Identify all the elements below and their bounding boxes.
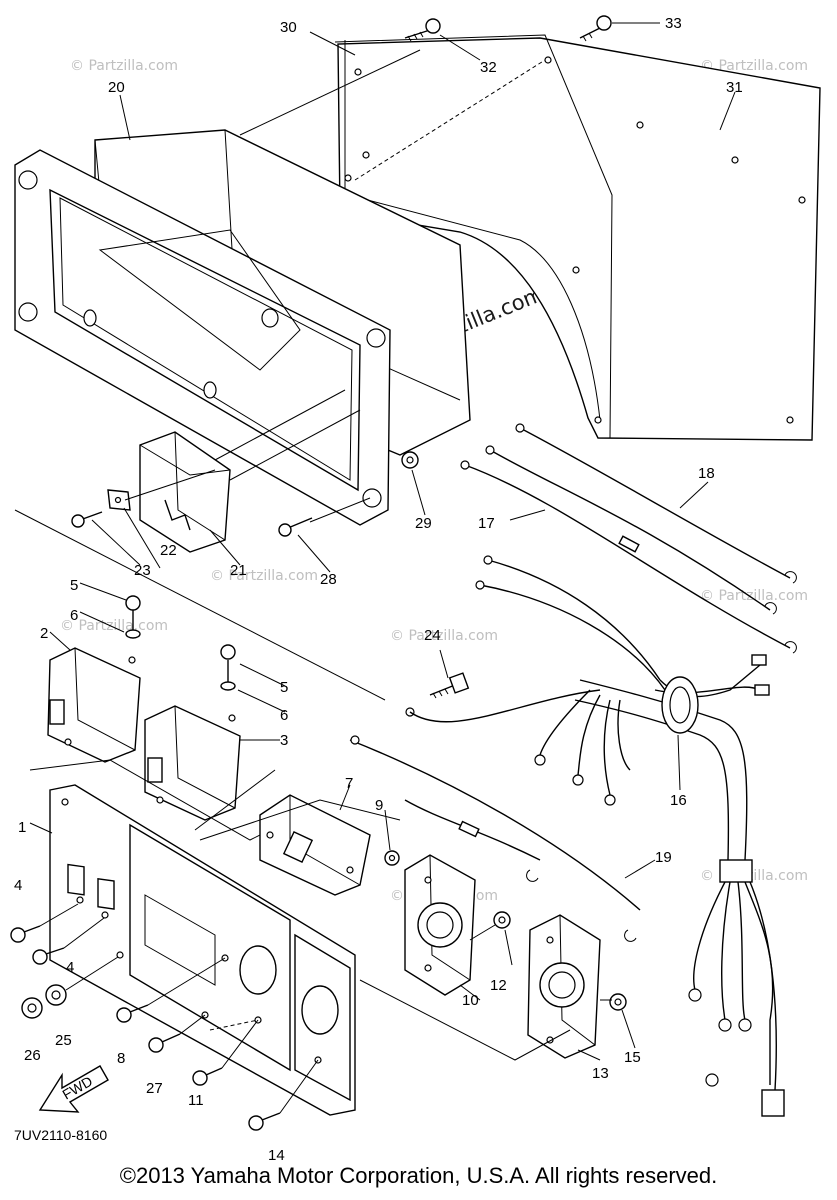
part-label-11: 11 <box>188 1092 204 1109</box>
part-label-30: 30 <box>280 19 297 36</box>
part-label-10: 10 <box>462 992 479 1009</box>
twist-lock-receptacle-13 <box>527 914 601 1059</box>
part-label-3: 3 <box>280 732 288 749</box>
part-label-17: 17 <box>478 515 495 532</box>
part-label-21: 21 <box>230 562 247 579</box>
part-label-6: 6 <box>280 707 288 724</box>
rear-plate <box>337 37 821 441</box>
part-label-1: 1 <box>18 819 26 836</box>
watermark: © Partzilla.com <box>210 568 318 584</box>
bracket-22 <box>107 489 131 511</box>
copyright-notice: ©2013 Yamaha Motor Corporation, U.S.A. A… <box>119 1163 718 1188</box>
washer-6b <box>220 681 236 691</box>
screw-32 <box>404 18 441 42</box>
part-label-18: 18 <box>698 465 715 482</box>
part-labels: 30 32 33 31 20 18 17 29 22 21 23 28 5 6 … <box>14 15 743 1164</box>
relay-block <box>139 431 231 553</box>
fwd-arrow-icon: FWD <box>38 1065 109 1113</box>
part-label-12: 12 <box>490 977 507 994</box>
screw-11 <box>192 1067 223 1086</box>
twist-lock-receptacle-10 <box>404 854 476 996</box>
part-label-24: 24 <box>424 627 441 644</box>
part-label-26: 26 <box>24 1047 41 1064</box>
watermark: © Partzilla.com <box>70 58 178 74</box>
part-label-16: 16 <box>670 792 687 809</box>
drawing-code: 7UV2110-8160 <box>14 1127 107 1143</box>
part-label-13: 13 <box>592 1065 609 1082</box>
leader-lines <box>29 22 736 1061</box>
watermark: © Partzilla.com <box>700 58 808 74</box>
part-label-4: 4 <box>66 959 74 976</box>
screw-14 <box>248 1112 281 1131</box>
part-label-31: 31 <box>726 79 743 96</box>
part-label-29: 29 <box>415 515 432 532</box>
part-label-7: 7 <box>345 775 353 792</box>
screw-4a <box>10 925 41 943</box>
screw-23 <box>71 511 103 528</box>
watermark: © Partzilla.com <box>700 588 808 604</box>
screw-4b <box>32 947 65 965</box>
main-harness-16 <box>475 555 785 1117</box>
control-box <box>14 129 471 526</box>
part-label-32: 32 <box>480 59 497 76</box>
part-label-22: 22 <box>160 542 177 559</box>
watermark: © Partzilla.com <box>390 628 498 644</box>
wire-19 <box>349 689 641 942</box>
nut-12 <box>493 911 511 929</box>
washer-6a <box>125 629 141 639</box>
part-label-20: 20 <box>108 79 125 96</box>
breaker-3 <box>144 705 241 821</box>
part-label-8: 8 <box>117 1050 125 1067</box>
part-label-28: 28 <box>320 571 337 588</box>
part-label-25: 25 <box>55 1032 72 1049</box>
screw-5b <box>220 644 236 685</box>
screw-33 <box>579 15 612 42</box>
gasket-plate <box>334 34 613 439</box>
screw-27 <box>148 1033 181 1053</box>
part-label-4: 4 <box>14 877 22 894</box>
nut-9 <box>384 850 400 866</box>
nut-29 <box>401 451 419 469</box>
front-panel-1 <box>49 784 356 1116</box>
part-label-15: 15 <box>624 1049 641 1066</box>
breaker-2 <box>47 647 141 763</box>
watermark: © Partzilla.com <box>60 618 168 634</box>
part-label-19: 19 <box>655 849 672 866</box>
part-label-5: 5 <box>280 679 288 696</box>
screw-8 <box>116 1004 149 1023</box>
nut-15 <box>609 993 627 1011</box>
screw-28 <box>278 517 313 537</box>
part-label-33: 33 <box>665 15 682 32</box>
gfci-receptacle-7 <box>259 794 371 896</box>
nut-25 <box>45 984 67 1006</box>
part-label-23: 23 <box>134 562 151 579</box>
watermark: © Partzilla.com <box>700 868 808 884</box>
part-label-27: 27 <box>146 1080 163 1097</box>
part-label-14: 14 <box>268 1147 285 1164</box>
part-label-6: 6 <box>70 607 78 624</box>
bolt-24 <box>429 672 470 699</box>
part-label-5: 5 <box>70 577 78 594</box>
part-label-9: 9 <box>375 797 383 814</box>
part-label-2: 2 <box>40 625 48 642</box>
wire-harness-17-18 <box>460 423 797 654</box>
nut-26 <box>21 997 43 1019</box>
